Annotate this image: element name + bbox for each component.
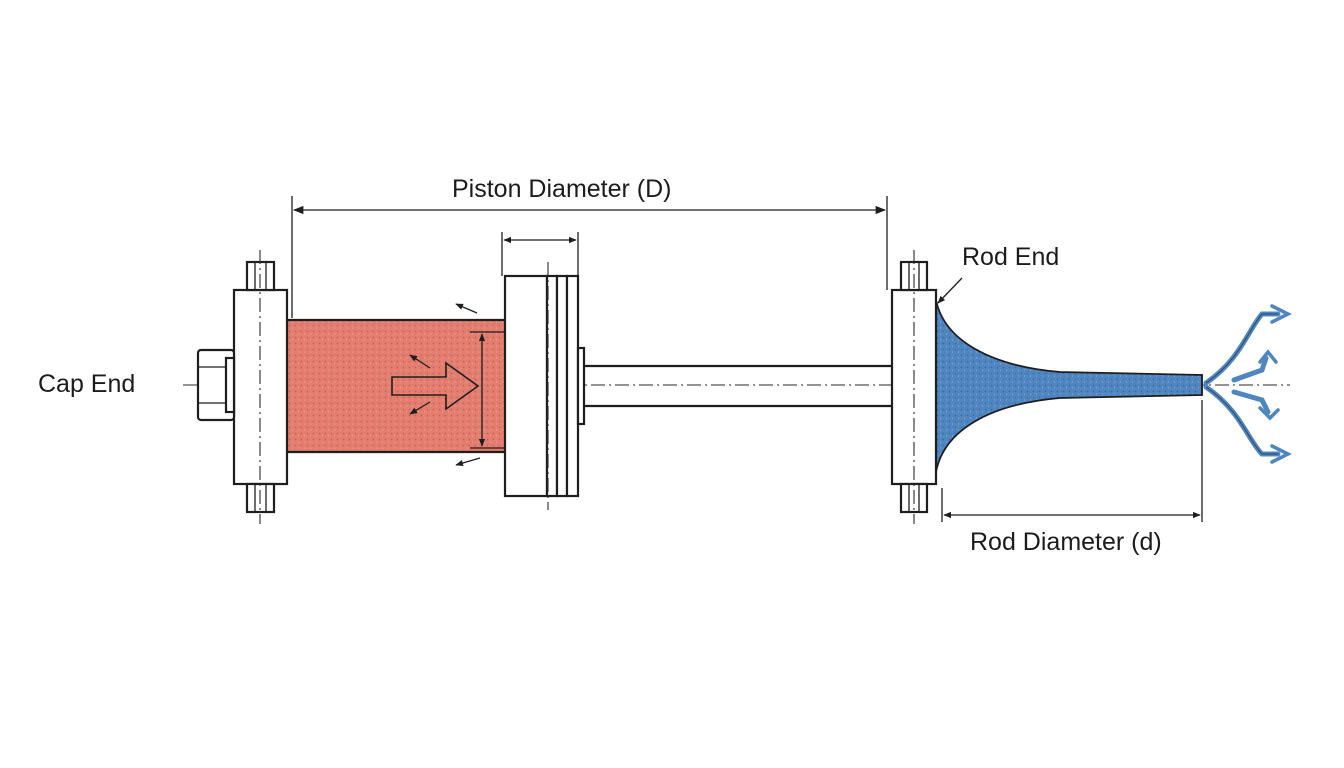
force-arrow-icon [391, 354, 480, 415]
cap-end-block [232, 250, 289, 524]
rod-side-fluid [935, 299, 1203, 473]
piston-width-dimension [501, 232, 579, 276]
rod-end-label: Rod End [962, 243, 1060, 271]
cap-side-fluid [287, 320, 505, 452]
rod-end-block [890, 250, 938, 524]
piston-diameter-label: Piston Diameter (D) [452, 175, 672, 203]
rod-diameter-label: Rod Diameter (d) [970, 528, 1162, 556]
piston [503, 262, 586, 510]
rod-end-leader [937, 277, 963, 304]
rod-diameter-dimension [941, 400, 1203, 522]
hex-nut-icon [196, 348, 236, 422]
outflow-arrows-icon [1203, 304, 1292, 464]
cap-end-label: Cap End [38, 370, 136, 398]
piston-diameter-dimension [291, 196, 888, 318]
piston-rod [584, 364, 892, 408]
